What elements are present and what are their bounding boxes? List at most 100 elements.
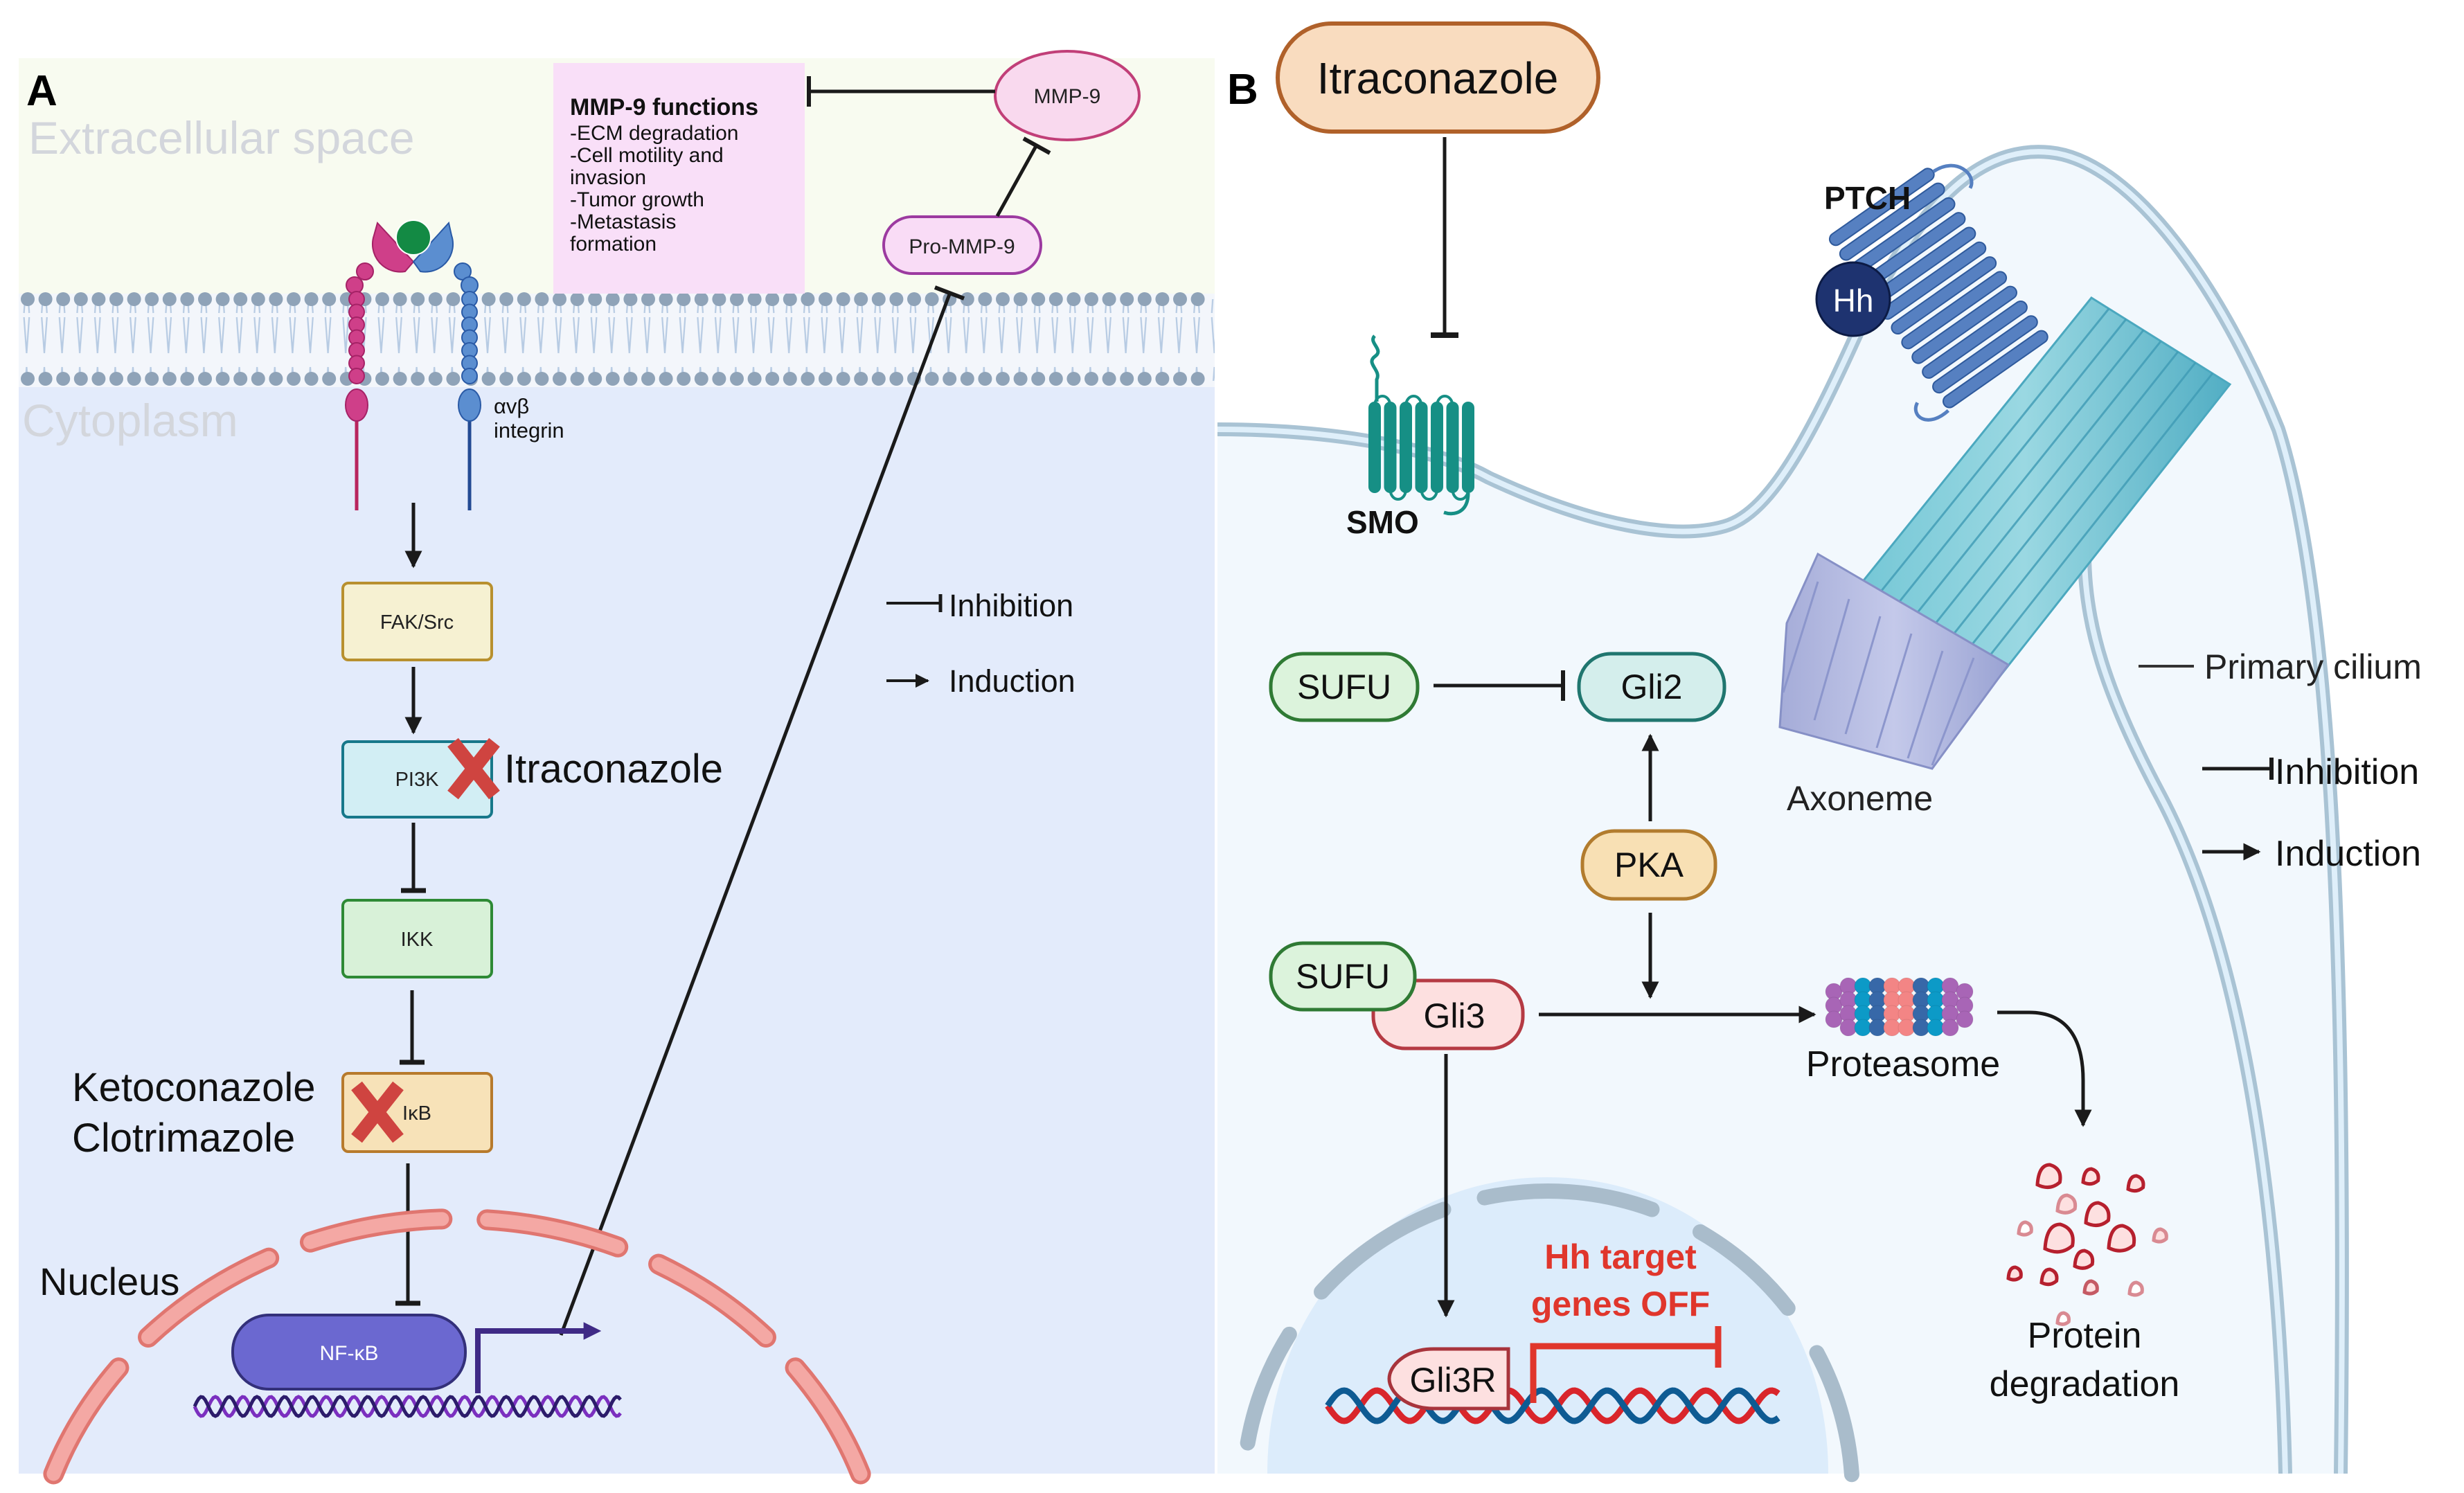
smo-loop — [1420, 490, 1438, 501]
lipid-head — [375, 372, 389, 386]
panel-b-letter: B — [1227, 66, 1258, 114]
fak-src-label: FAK/Src — [380, 611, 454, 634]
smo-loop — [1373, 395, 1392, 406]
lipid-head — [659, 372, 673, 386]
protein-fragment — [2006, 1265, 2023, 1282]
sufu-node-bottom: SUFU — [1269, 941, 1417, 1012]
lipid-head — [446, 292, 461, 306]
lipid-head — [783, 372, 797, 386]
lipid-head — [871, 292, 886, 306]
sufu-label: SUFU — [1297, 668, 1391, 706]
protein-fragment — [2035, 1163, 2062, 1190]
lipid-head — [1120, 292, 1134, 306]
gli3-node: Gli3 — [1371, 978, 1525, 1051]
protein-fragment — [2055, 1193, 2078, 1215]
lipid-head — [215, 372, 230, 386]
mmp9-function-item: -Cell motility and — [570, 144, 724, 167]
proteasome-subunit — [1868, 1019, 1886, 1037]
lipid-head — [411, 292, 425, 306]
dna-strand — [1325, 1387, 1780, 1424]
lipid-head — [73, 292, 88, 306]
smo-helix — [1462, 402, 1474, 493]
pka-label: PKA — [1614, 846, 1684, 884]
ptch-terminus — [1913, 402, 1950, 422]
lipid-head — [730, 292, 744, 306]
lipid-head — [215, 292, 230, 306]
lipid-head — [304, 292, 319, 306]
lipid-head — [1031, 372, 1046, 386]
lipid-head — [145, 372, 159, 386]
dna-strand — [193, 1395, 622, 1418]
lipid-head — [411, 372, 425, 386]
smo-loop — [1404, 395, 1423, 406]
lipid-head — [996, 372, 1010, 386]
ikb-label: IκB — [402, 1102, 431, 1125]
lipid-head — [925, 372, 939, 386]
lipid-head — [91, 372, 106, 386]
lipid-head — [535, 372, 549, 386]
lipid-head — [943, 372, 957, 386]
gli3-label: Gli3 — [1424, 996, 1485, 1035]
lipid-head — [889, 372, 904, 386]
lipid-head — [1155, 292, 1170, 306]
nfkb-label: NF-κB — [320, 1342, 379, 1365]
itraconazole-label-b: Itraconazole — [1317, 53, 1559, 103]
hh-target-label: genes OFF — [1531, 1285, 1710, 1323]
lipid-head — [605, 372, 620, 386]
lipid-head — [1066, 372, 1081, 386]
lipid-head — [38, 292, 53, 306]
integrin-label: αvβ — [494, 394, 529, 418]
lipid-head — [269, 372, 283, 386]
nuclear-envelope-b — [1240, 1183, 1859, 1483]
lipid-head — [251, 292, 265, 306]
ptch-label: PTCH — [1824, 180, 1911, 216]
ptch-helix — [1922, 300, 2028, 379]
lipid-head — [109, 292, 123, 306]
ptch-helix — [1839, 182, 1945, 261]
inhibition-bar — [1022, 136, 1051, 155]
lipid-head — [1048, 292, 1063, 306]
proteasome-subunit — [1825, 1010, 1843, 1028]
gli2-node: Gli2 — [1577, 652, 1726, 722]
smo-helix — [1384, 402, 1397, 493]
lipid-head — [233, 292, 248, 306]
lipid-head — [677, 372, 691, 386]
lipid-head — [481, 292, 496, 306]
smo-n-terminus — [1370, 334, 1380, 402]
smo-helix — [1431, 402, 1443, 493]
lipid-head — [659, 292, 673, 306]
ptch-receptor-icon — [1828, 163, 2048, 422]
mmp9-node: MMP-9 — [994, 50, 1141, 141]
lipid-head — [765, 292, 780, 306]
lipid-head — [1190, 292, 1205, 306]
lipid-head — [553, 292, 566, 306]
itraconazole-node-b: Itraconazole — [1276, 21, 1600, 134]
nuclear-envelope-a — [43, 1208, 871, 1485]
lipid-head — [73, 372, 88, 386]
envelope-segment — [1240, 1326, 1297, 1451]
lipid-head — [1155, 372, 1170, 386]
ligand-icon — [395, 220, 431, 256]
lipid-head — [499, 372, 514, 386]
lipid-head — [1084, 292, 1098, 306]
dna-helix-a — [193, 1395, 622, 1418]
lipid-head — [481, 372, 496, 386]
envelope-segment — [141, 1251, 276, 1344]
envelope-segment — [1693, 1224, 1796, 1316]
smo-c-terminus — [1443, 492, 1470, 516]
lipid-head — [180, 372, 195, 386]
lipid-head — [819, 372, 832, 386]
sufu-node-top: SUFU — [1269, 652, 1420, 722]
mmp9-function-item: -ECM degradation — [570, 122, 738, 145]
legend-b: Inhibition Induction — [2202, 752, 2421, 874]
lipid-head — [978, 292, 992, 306]
hh-ligand: Hh — [1815, 261, 1891, 337]
integrin-beta-bead — [461, 368, 478, 384]
legend-a: Inhibition Induction — [886, 588, 1075, 699]
smo-helix — [1400, 402, 1412, 493]
lipid-head — [21, 292, 35, 306]
pro-to-mmp9-line — [995, 145, 1038, 217]
lipid-head — [836, 372, 850, 386]
lipid-head — [517, 292, 531, 306]
proteasome-subunit — [1912, 1019, 1930, 1037]
